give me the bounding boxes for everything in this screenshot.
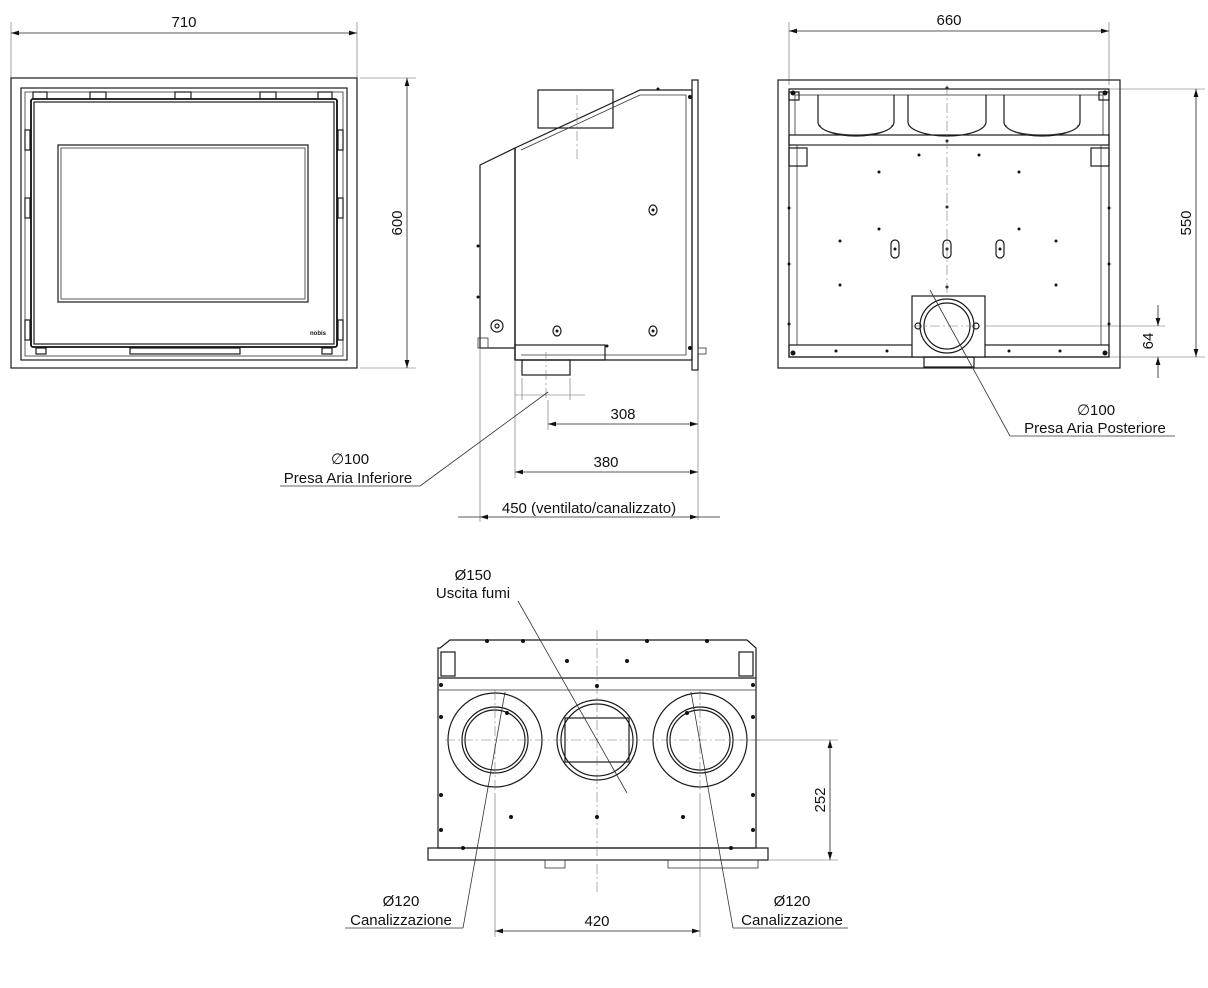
side-depth-450-dimension: 450 (ventilato/canalizzato) <box>458 348 720 522</box>
top-left-duct-diameter: Ø120 <box>383 893 420 910</box>
front-outer-frame <box>10 77 358 369</box>
side-back-plate <box>691 79 699 371</box>
rear-inlet-label: Presa Aria Posteriore <box>1024 420 1166 437</box>
side-inlet-label: Presa Aria Inferiore <box>284 470 412 487</box>
front-width-dimension: 710 <box>10 14 358 78</box>
rear-outlets <box>817 95 1081 137</box>
top-right-duct-label: Canalizzazione <box>741 912 843 929</box>
top-flue-label: Uscita fumi <box>436 585 510 602</box>
side-depth-308-dimension: 308 <box>547 370 699 520</box>
front-glass <box>57 144 309 303</box>
side-flue-collar <box>537 89 614 129</box>
rear-view: 660 550 64 <box>777 12 1205 437</box>
rear-outer-frame <box>777 79 1121 369</box>
rear-offset-label: 64 <box>1140 333 1157 350</box>
side-depth-380-dimension: 380 <box>514 360 698 478</box>
front-view: 710 600 <box>10 14 416 369</box>
front-height-label: 600 <box>389 210 406 235</box>
rear-air-inlet <box>911 295 986 368</box>
side-view: 308 380 450 (ventilato/canalizzato) ∅100… <box>280 79 720 522</box>
top-depth-dimension: 252 <box>740 739 838 861</box>
top-spacing-dimension: 420 <box>494 795 701 937</box>
top-body <box>437 639 757 849</box>
side-dim-380-label: 380 <box>593 454 618 471</box>
front-height-dimension: 600 <box>360 77 416 369</box>
front-brand-mark: nobis <box>310 331 327 337</box>
top-depth-label: 252 <box>812 787 829 812</box>
rear-offset-dimension: 64 <box>985 305 1165 378</box>
top-right-duct-callout: Ø120 Canalizzazione <box>690 691 848 929</box>
rear-inlet-callout: ∅100 Presa Aria Posteriore <box>929 289 1175 437</box>
top-left-duct-label: Canalizzazione <box>350 912 452 929</box>
top-right-duct-diameter: Ø120 <box>774 893 811 910</box>
top-left-duct-callout: Ø120 Canalizzazione <box>345 691 506 929</box>
top-flue-diameter: Ø150 <box>455 567 492 584</box>
rear-width-dimension: 660 <box>788 12 1110 85</box>
rear-height-dimension: 550 <box>1110 88 1205 358</box>
side-inlet-diameter: ∅100 <box>331 451 369 468</box>
top-flue-callout: Ø150 Uscita fumi <box>436 567 628 794</box>
rear-width-label: 660 <box>936 12 961 29</box>
top-spacing-label: 420 <box>584 913 609 930</box>
rear-height-label: 550 <box>1178 210 1195 235</box>
front-width-label: 710 <box>171 14 196 31</box>
side-dim-308-label: 308 <box>610 406 635 423</box>
rear-inlet-diameter: ∅100 <box>1077 402 1115 419</box>
side-dim-450-label: 450 (ventilato/canalizzato) <box>502 500 676 517</box>
side-front-section <box>479 147 516 349</box>
front-door <box>30 98 338 348</box>
top-view: 420 252 Ø150 Uscita fumi Ø120 Canalizzaz… <box>345 567 848 937</box>
side-body <box>514 89 693 361</box>
top-base-plate <box>427 847 769 861</box>
side-inlet-callout: ∅100 Presa Aria Inferiore <box>280 391 549 487</box>
